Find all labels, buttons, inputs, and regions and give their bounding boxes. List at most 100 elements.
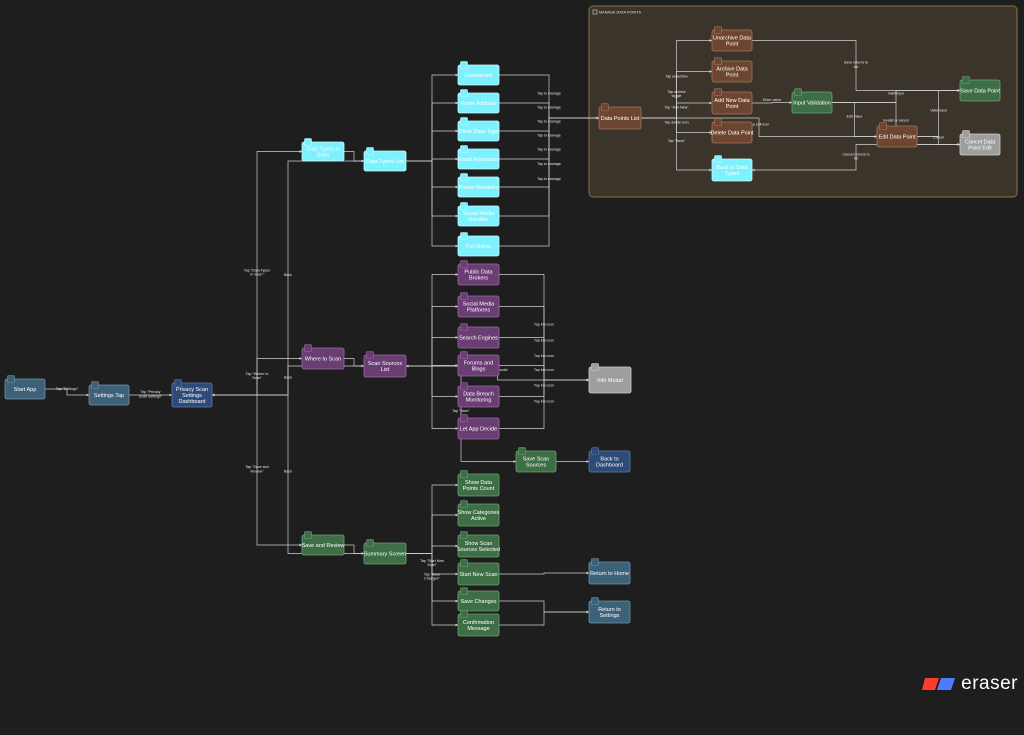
edge-label-search-info: Tap info icon: [534, 354, 554, 358]
node-startnew[interactable]: Start New Scan: [457, 559, 500, 586]
node-rethome[interactable]: Return to Home: [588, 558, 631, 585]
node-icon: [460, 173, 468, 181]
node-fullname[interactable]: Full Name: [457, 232, 500, 257]
node-icon: [460, 382, 468, 390]
node-savechg[interactable]: Save Changes: [457, 587, 500, 612]
node-icon: [714, 57, 722, 65]
node-dplist[interactable]: Data Points List: [598, 103, 642, 130]
node-start[interactable]: Start App: [4, 375, 46, 400]
edge-inputval-to-editdp: [832, 102, 878, 138]
node-icon: [460, 559, 468, 567]
edge-letapp-to-info: [499, 378, 590, 429]
node-icon: [460, 117, 468, 125]
node-savereview[interactable]: Save and Review: [302, 531, 345, 556]
node-icon: [591, 558, 599, 566]
edge-dtscan-to-dtlist: [344, 151, 365, 163]
edge-dtlist-to-fullname: [406, 160, 459, 248]
node-deletedp[interactable]: Delete Data Point: [710, 118, 754, 144]
edge-label-editdp-savedp: Valid input: [930, 109, 947, 113]
node-icon: [460, 292, 468, 300]
edge-label-dplist-adddp: Tap "Add New": [665, 106, 690, 110]
node-phone[interactable]: Phone Numbers: [457, 173, 500, 198]
node-icon: [714, 88, 722, 96]
edge-label-sslist-dash: Back: [284, 376, 292, 380]
edge-summary-to-confirm: [406, 553, 459, 627]
node-savedp[interactable]: Save Data Point: [959, 76, 1001, 102]
node-icon: [304, 138, 312, 146]
node-icon: [460, 145, 468, 153]
node-label: Email Addresses: [458, 157, 499, 163]
node-label: Edit Data Point: [879, 135, 916, 141]
node-summary[interactable]: Summary Screen: [363, 539, 407, 565]
node-icon: [460, 587, 468, 595]
edge-label-inputval-savedp: Valid input: [888, 92, 905, 96]
node-other[interactable]: Other Data Type: [457, 117, 500, 142]
node-icon: [174, 379, 182, 387]
edge-adddp-to-inputval: [752, 101, 793, 104]
node-icon: [460, 610, 468, 618]
edge-label-fullname-dplist: Tap to manage: [537, 177, 561, 181]
node-email[interactable]: Email Addresses: [457, 145, 500, 170]
node-icon: [879, 122, 887, 130]
edge-label-dplist-editdp: Tap edit icon: [749, 122, 769, 126]
node-label: Save and Review: [302, 543, 345, 549]
node-icon: [366, 147, 374, 155]
edge-sslist-to-letapp: [406, 365, 459, 430]
edge-label-inputval-editdp: Edit value: [847, 115, 863, 119]
node-search[interactable]: Search Engines: [457, 323, 500, 349]
node-dtlist[interactable]: Data Types List: [363, 147, 407, 172]
node-settings[interactable]: Settings Tap: [88, 381, 130, 406]
node-icon: [591, 363, 599, 371]
edge-dtlist-to-other: [406, 129, 459, 162]
node-editdp[interactable]: Edit Data Point: [876, 122, 918, 148]
edge-where-to-sslist: [344, 358, 365, 368]
node-icon: [366, 351, 374, 359]
group-corner-icon: [592, 9, 598, 15]
node-info[interactable]: Info Modal: [588, 363, 632, 394]
node-icon: [304, 531, 312, 539]
node-icon: [591, 597, 599, 605]
node-label: Summary Screen: [364, 552, 407, 558]
node-letapp[interactable]: Let App Decide: [457, 414, 500, 440]
node-icon: [714, 26, 722, 34]
node-home[interactable]: Home Address: [457, 89, 500, 114]
edge-sslist-to-search: [406, 336, 459, 367]
node-inputval[interactable]: Input Validation: [791, 88, 833, 114]
node-label: Settings Tap: [94, 393, 124, 399]
node-icon: [460, 351, 468, 359]
node-where[interactable]: Where to Scan: [301, 344, 345, 370]
edge-label-letapp-info: Tap info icon: [534, 399, 554, 403]
node-usernames[interactable]: Usernames: [457, 61, 500, 86]
node-label: Save Changes: [460, 599, 496, 605]
node-icon: [460, 202, 468, 210]
